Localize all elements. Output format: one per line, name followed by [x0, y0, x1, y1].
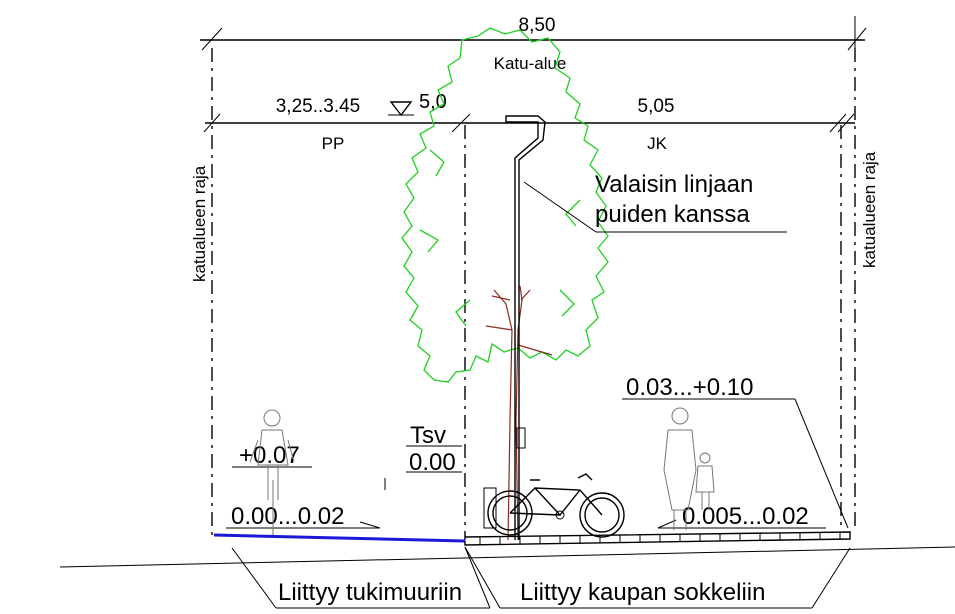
parked-bicycle [483, 473, 625, 538]
section-dimensions: 3,25..3.45 PP 5,0 5,05 JK [203, 91, 855, 153]
tsv-label: Tsv [410, 422, 446, 449]
cycle-path-surface [213, 533, 466, 543]
right-width-text: 5,05 [638, 96, 675, 117]
cyclist-figure [249, 409, 295, 535]
total-width-dimension: 8,50 Katu-alue [200, 15, 867, 73]
level-mark-text: 5,0 [419, 91, 447, 113]
lamp-note-line1: Valaisin linjaan [595, 171, 753, 198]
bottom-note-right: Liittyy kaupan sokkeliin [520, 579, 765, 606]
pedestrian-figures [663, 407, 715, 530]
left-width-text: 3,25..3.45 [276, 96, 361, 117]
left-boundary-label: katualueen raja [190, 165, 209, 282]
total-width-text: 8,50 [519, 15, 556, 36]
street-lamp [505, 115, 787, 540]
left-slope-text: 0.00...0.02 [231, 503, 344, 530]
tree-trunk [485, 285, 553, 541]
total-width-label: Katu-alue [494, 54, 567, 73]
right-boundary-label: katualueen raja [860, 151, 879, 268]
ground-line [59, 546, 955, 568]
lamp-note-line2: puiden kanssa [595, 201, 750, 228]
right-section-label: JK [647, 134, 668, 153]
bottom-note-left: Liittyy tukimuuriin [278, 579, 462, 606]
bottom-leaders [231, 546, 851, 609]
level-triangle-icon [389, 101, 413, 117]
sidewalk-paving [464, 531, 851, 546]
left-section-label: PP [322, 134, 345, 153]
right-height-text: 0.03...+0.10 [626, 374, 753, 401]
right-slope-text: 0.005...0.02 [682, 503, 809, 530]
